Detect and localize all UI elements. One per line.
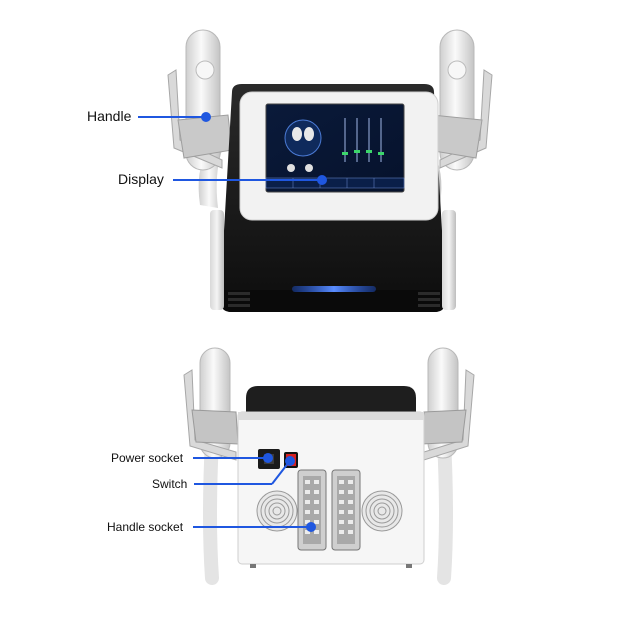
callout-handle-socket: Handle socket [107,520,316,534]
handle-socket-right [331,469,361,551]
front-left-handle [167,29,233,208]
fan-left [256,490,298,532]
display-label: Display [118,171,164,187]
callout-handle: Handle [87,108,211,124]
switch-label: Switch [152,477,187,491]
machine-back-icon [183,347,475,585]
back-body [237,386,425,568]
machine-front-icon [167,29,493,312]
handle-label: Handle [87,108,132,124]
handle-socket-left [297,469,327,551]
led-strip [292,286,376,292]
power-socket-label: Power socket [111,451,184,465]
callout-power-socket: Power socket [111,451,273,465]
front-vents [228,292,440,307]
display-screen [265,103,405,193]
handle-socket-label: Handle socket [107,520,184,534]
callout-switch: Switch [152,456,295,491]
back-right-handle [421,347,475,461]
back-left-handle [183,347,239,461]
callout-display: Display [118,171,327,187]
fan-right [361,490,403,532]
